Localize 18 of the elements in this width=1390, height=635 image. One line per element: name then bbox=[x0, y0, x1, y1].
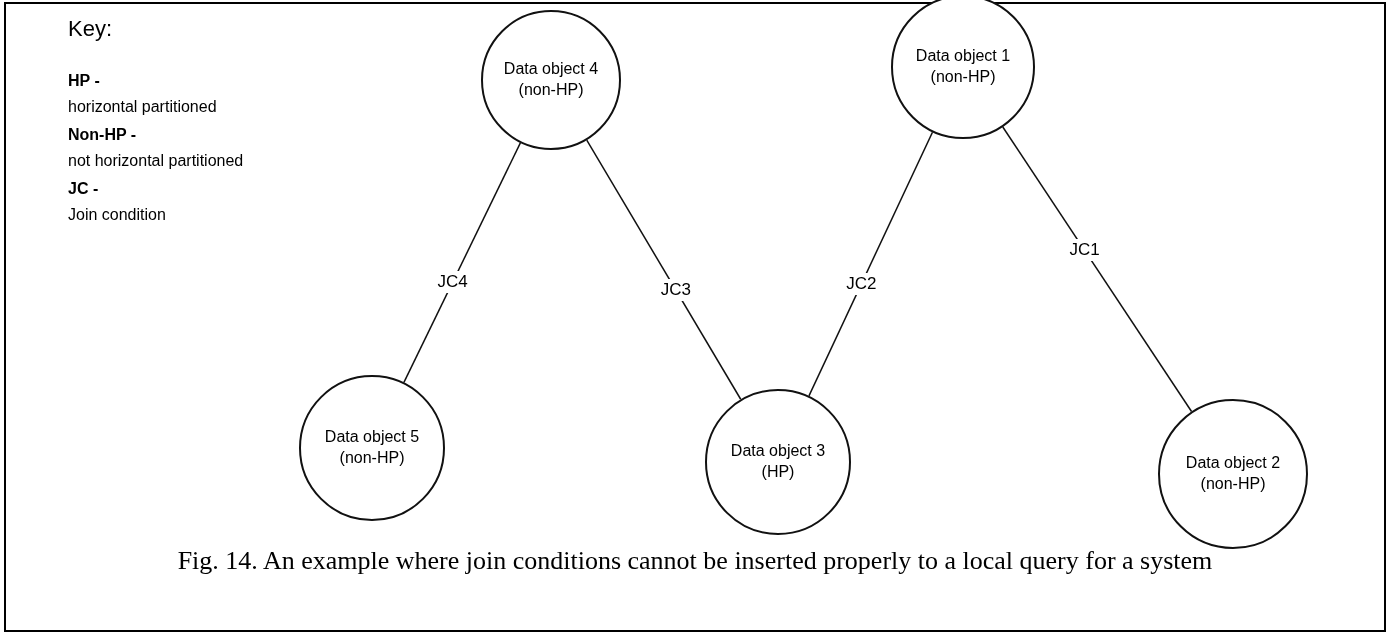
connector-line bbox=[403, 142, 522, 384]
node-label: Data object 3 (HP) bbox=[729, 441, 827, 482]
key-text: Join condition bbox=[68, 206, 166, 224]
key-text: HP - bbox=[68, 72, 100, 90]
key-text: Non-HP - bbox=[68, 126, 137, 144]
key-text: not horizontal partitioned bbox=[68, 152, 244, 170]
node-label: Data object 5 (non-HP) bbox=[323, 427, 421, 468]
connector-line bbox=[808, 131, 934, 397]
node-label: Data object 1 (non-HP) bbox=[914, 46, 1012, 87]
node-label: Data object 2 (non-HP) bbox=[1184, 453, 1282, 494]
connector-line bbox=[586, 139, 742, 400]
node-label: Data object 4 (non-HP) bbox=[502, 59, 600, 100]
key-text: horizontal partitioned bbox=[68, 98, 217, 116]
key-text: Key: bbox=[68, 16, 113, 42]
key-text: JC - bbox=[68, 180, 99, 198]
figure-caption: Fig. 14. An example where join conditions cannot be inserted properly to a local query for a system bbox=[176, 545, 1214, 577]
connector-line bbox=[1002, 126, 1193, 413]
edge-label: JC4 bbox=[434, 271, 471, 294]
